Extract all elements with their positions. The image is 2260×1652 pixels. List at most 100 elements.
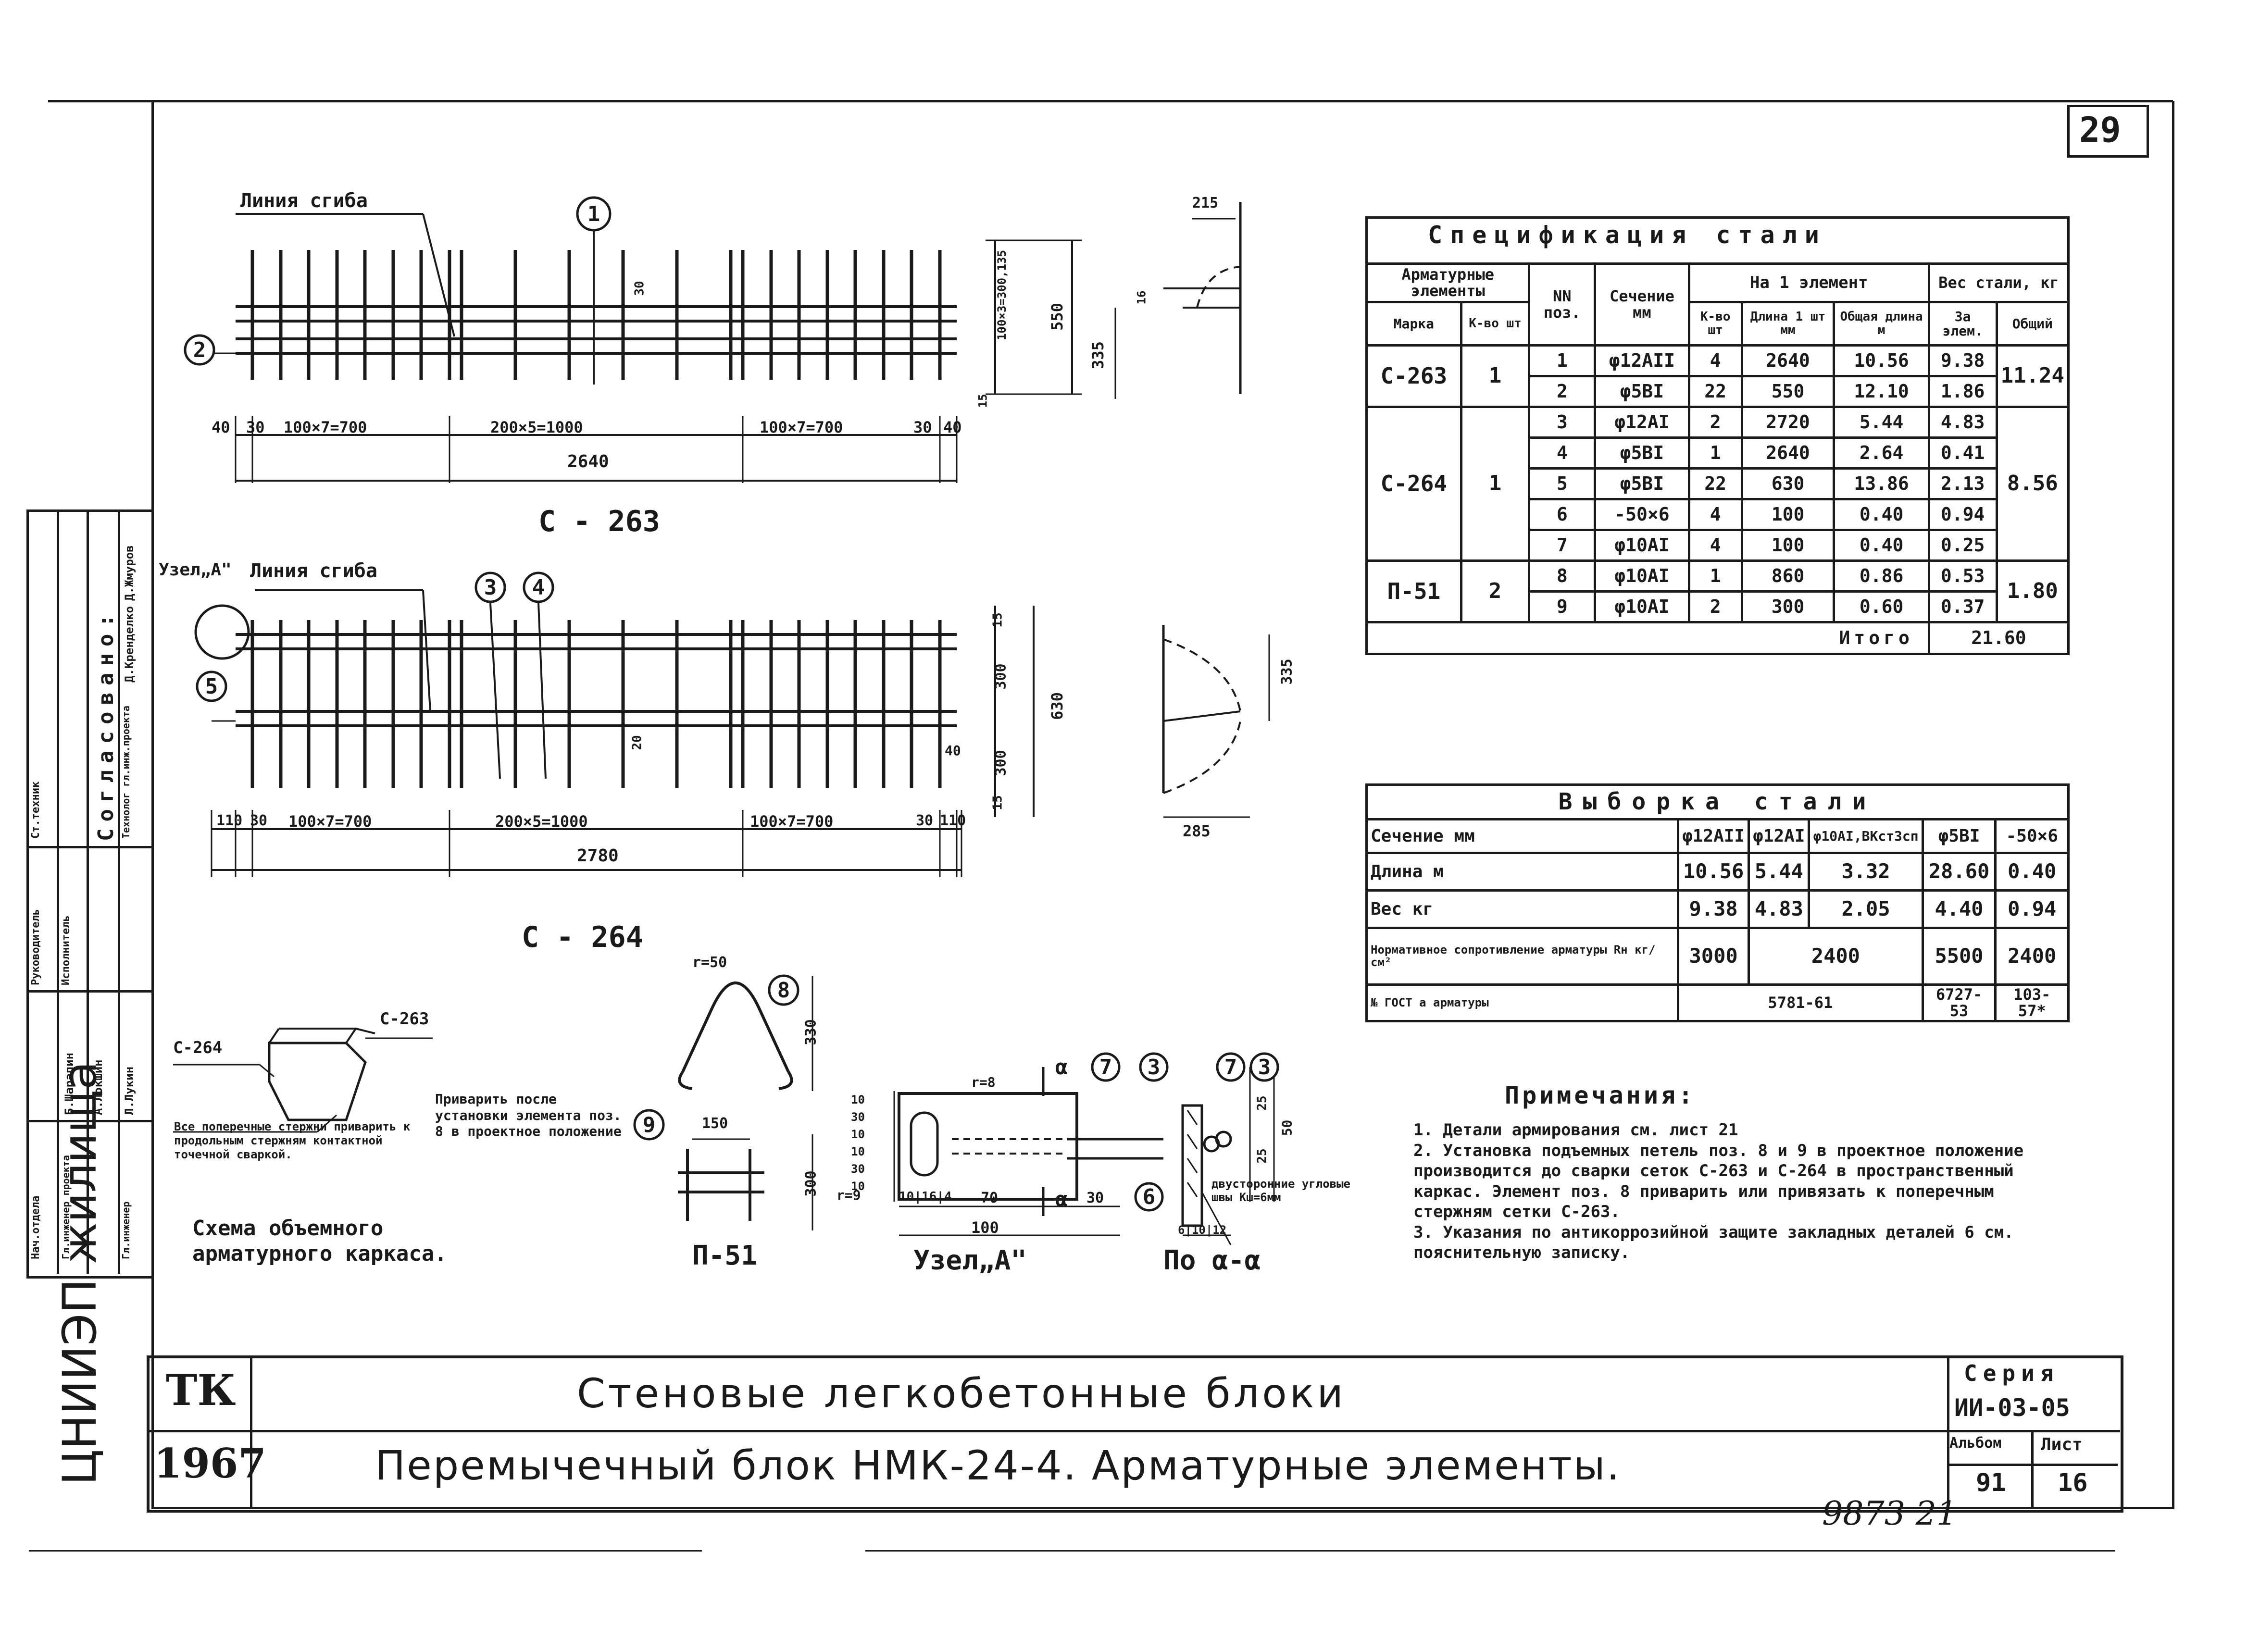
p51-r-label: r=50 [692, 954, 727, 971]
balloon-3a-text: 3 [1148, 1055, 1161, 1080]
c263-dim-2: 100×7=700 [284, 418, 367, 436]
spec-qty: 2 [1460, 559, 1531, 623]
balloon-5 [196, 671, 227, 702]
balloon-3-text: 3 [484, 575, 497, 600]
c263-h-335: 335 [1088, 341, 1107, 369]
spec-cell-length: 2640 [1740, 344, 1835, 377]
note-3: 3. Указания по антикоррозийной защите за… [1413, 1222, 2014, 1263]
node-a-dims-left: 10|16|4 [899, 1190, 952, 1204]
c263-h-sub: 100×3=300,135 [995, 250, 1009, 340]
p51-dim-150: 150 [702, 1115, 728, 1132]
p51-title: П-51 [692, 1240, 757, 1271]
spec-cell-section: φ12AII [1594, 344, 1690, 377]
tb-series-value: ИИ-03-05 [1954, 1394, 2070, 1422]
right-border-line [2172, 101, 2174, 1509]
balloon-8-text: 8 [777, 978, 790, 1003]
spec-h-weight-total: Общий [1995, 301, 2070, 347]
stamp-row-1 [26, 846, 151, 848]
spec-cell-weight: 0.37 [1927, 590, 1998, 623]
balloon-9-text: 9 [643, 1113, 656, 1137]
spec-mark: С-264 [1365, 406, 1462, 562]
spec-qty: 1 [1460, 406, 1531, 562]
spec-cell-section: φ10AI [1594, 529, 1690, 562]
spec-cell-pos: 8 [1528, 559, 1597, 593]
spec-cell-total-len: 0.40 [1833, 529, 1930, 562]
selection-cell: 9.38 [1677, 889, 1750, 929]
tb-album-label: Альбом [1949, 1435, 2002, 1452]
c263-h-30: 30 [632, 281, 647, 296]
c264-h-300a: 300 [992, 663, 1010, 690]
stamp-number: 9873 21 [1822, 1495, 1958, 1533]
spec-cell-length: 300 [1740, 590, 1835, 623]
bottom-border-line [151, 1507, 2173, 1509]
c264-dim-3: 200×5=1000 [495, 812, 588, 831]
spec-h-length: Длина 1 шт мм [1740, 301, 1835, 347]
c264-h-300b: 300 [992, 750, 1010, 776]
tb-series-label: Серия [1964, 1360, 2060, 1386]
balloon-7b-text: 7 [1224, 1055, 1237, 1080]
spec-cell-total-len: 2.64 [1833, 436, 1930, 470]
p51-dim-300: 300 [802, 1170, 820, 1197]
spec-cell-count: 4 [1687, 344, 1743, 377]
c264-node-label: Узел„А" [159, 560, 232, 580]
spec-cell-total-len: 0.86 [1833, 559, 1930, 593]
spec-cell-weight: 0.53 [1927, 559, 1998, 593]
spec-cell-pos: 1 [1528, 344, 1597, 377]
spec-cell-weight: 0.41 [1927, 436, 1998, 470]
c264-h-15b: 15 [990, 795, 1005, 810]
c263-h-16: 16 [1135, 290, 1149, 305]
c264-h-335: 335 [1278, 658, 1296, 685]
spec-cell-weight: 1.86 [1927, 375, 1998, 408]
selection-col-header: φ12AII [1677, 818, 1750, 854]
scheme-note: Все поперечные стержни приварить к продо… [174, 1120, 411, 1161]
node-a-dims-vert: 10 30 10 10 30 10 [851, 1093, 865, 1193]
spec-group-total: 11.24 [1995, 344, 2070, 408]
spec-cell-count: 4 [1687, 529, 1743, 562]
p51-weld-note: Приварить после установки элемента поз. … [435, 1091, 622, 1140]
c263-overall: 2640 [567, 452, 609, 472]
note-1: 1. Детали армирования см. лист 21 [1413, 1120, 1738, 1140]
stamp-row-2 [26, 990, 151, 993]
c263-bend-line-label: Линия сгиба [240, 190, 368, 212]
stamp-role-3: Технолог гл.инж.проекта [120, 706, 132, 839]
stamp-role-2: Ст.техник [30, 781, 42, 839]
p51-dim-330: 330 [802, 1019, 820, 1045]
c263-h-15: 15 [976, 394, 990, 408]
stamp-role-1: Гл.инженер проекта [60, 1155, 72, 1259]
balloon-7a [1091, 1052, 1121, 1082]
node-a-r8: r=8 [971, 1074, 996, 1090]
spec-mark: П-51 [1365, 559, 1462, 623]
spec-cell-length: 2720 [1740, 406, 1835, 439]
tb-album-value: 91 [1976, 1468, 2006, 1497]
notes-list: 1. Детали армирования см. лист 21 2. Уст… [1413, 1120, 2062, 1263]
c264-dim-1: 30 [250, 812, 268, 829]
page-number: 29 [2079, 110, 2121, 150]
spec-cell-total-len: 12.10 [1833, 375, 1930, 408]
c264-dim-6: 110 [940, 812, 966, 829]
balloon-1-text: 1 [587, 202, 600, 226]
tb-col3 [2031, 1430, 2034, 1507]
note-2: 2. Установка подъемных петель поз. 8 и 9… [1413, 1141, 2024, 1222]
tb-title-main: Стеновые легкобетонные блоки [577, 1370, 1346, 1417]
c264-mesh [212, 633, 957, 727]
section-aa-title: По α-α [1163, 1245, 1261, 1276]
balloon-5-text: 5 [205, 674, 218, 699]
c263-mesh [190, 305, 957, 355]
spec-cell-length: 860 [1740, 559, 1835, 593]
balloon-3 [474, 571, 506, 603]
selection-cell: 4.83 [1748, 889, 1810, 929]
spec-cell-total-len: 13.86 [1833, 467, 1930, 500]
selection-cell: 4.40 [1921, 889, 1997, 929]
spec-h-per-element: На 1 элемент [1687, 262, 1930, 303]
c263-dim-5: 30 [913, 418, 932, 436]
spec-cell-pos: 2 [1528, 375, 1597, 408]
spec-cell-length: 100 [1740, 498, 1835, 531]
spec-cell-count: 2 [1687, 590, 1743, 623]
balloon-9 [633, 1109, 665, 1141]
stamp-name-4: Д.Жмуров [123, 545, 136, 601]
stamp-col-2 [87, 509, 89, 1274]
c264-dim-5: 30 [916, 812, 934, 829]
